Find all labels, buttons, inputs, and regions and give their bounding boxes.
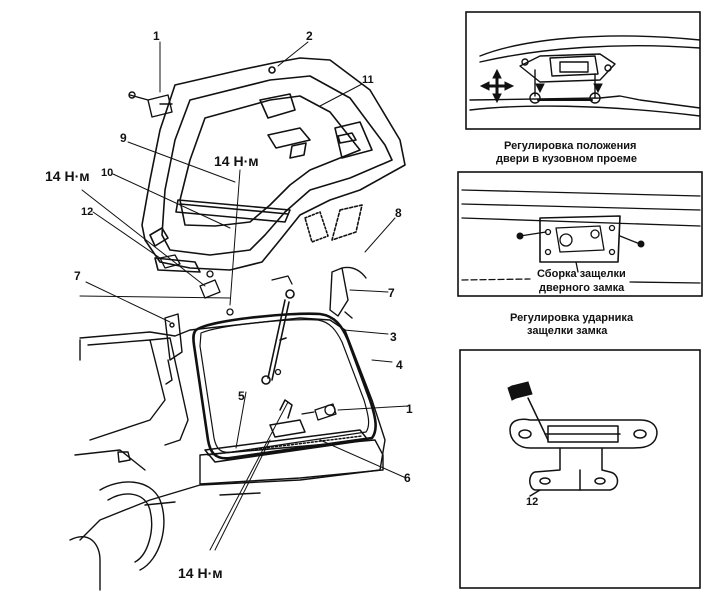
inset-latch-assembly: Сборка защелки дверного замка: [457, 171, 703, 297]
inset-2-caption-line-2: дверного замка: [539, 282, 625, 294]
main-exploded-view: [69, 41, 409, 591]
right-strut-bracket: [329, 266, 367, 319]
callout-1-top: 1: [153, 29, 160, 43]
torque-left: 14 Н·м: [45, 168, 90, 184]
inset-1-caption-line-1: Регулировка положения: [504, 140, 636, 152]
callout-7-right: 7: [388, 286, 395, 300]
gas-strut: [261, 289, 295, 385]
inset-2-caption-line-1: Сборка защелки: [537, 268, 626, 280]
lower-trim-panel: [204, 399, 369, 463]
inset-1-frame: [465, 11, 701, 130]
callout-9: 9: [120, 131, 127, 145]
inset-3-caption-line-2: защелки замка: [527, 325, 608, 337]
inset-door-position: Регулировка положения двери в кузовном п…: [465, 11, 701, 165]
leader-lines: [79, 41, 409, 551]
callout-7-left: 7: [74, 269, 81, 283]
callout-12: 12: [81, 206, 93, 218]
callout-1-bottom: 1: [406, 402, 413, 416]
callout-10: 10: [101, 167, 113, 179]
inset-3-caption-line-1: Регулировка ударника: [510, 312, 634, 324]
inset-2-frame: [457, 171, 703, 297]
torque-bottom: 14 Н·м: [178, 565, 223, 581]
torque-center: 14 Н·м: [214, 153, 259, 169]
top-hinge: [128, 91, 173, 118]
callout-8: 8: [395, 206, 402, 220]
inset-striker: 12: [459, 349, 701, 589]
opening-weatherstrip: [192, 312, 377, 460]
inset-1-caption-line-2: двери в кузовном проеме: [496, 153, 637, 165]
callout-2: 2: [306, 29, 313, 43]
main-callouts: 1 2 11 9 10 12 8 7 7 3 4 1 5 6 14 Н·м 14…: [45, 29, 413, 581]
tailgate-door: [141, 57, 406, 273]
left-strut-bracket: [164, 313, 183, 385]
callout-4: 4: [396, 358, 403, 372]
callout-6: 6: [404, 471, 411, 485]
hinge-bolts: [159, 254, 293, 376]
latch-bolt: [301, 403, 337, 421]
car-body: [69, 317, 386, 591]
inset-3-caption: Регулировка ударника защелки замка: [510, 312, 634, 337]
inset-callout-12: 12: [526, 496, 538, 508]
callout-5: 5: [238, 389, 245, 403]
callout-3: 3: [390, 330, 397, 344]
inset-3-frame: [459, 349, 701, 589]
callout-11: 11: [362, 74, 374, 86]
